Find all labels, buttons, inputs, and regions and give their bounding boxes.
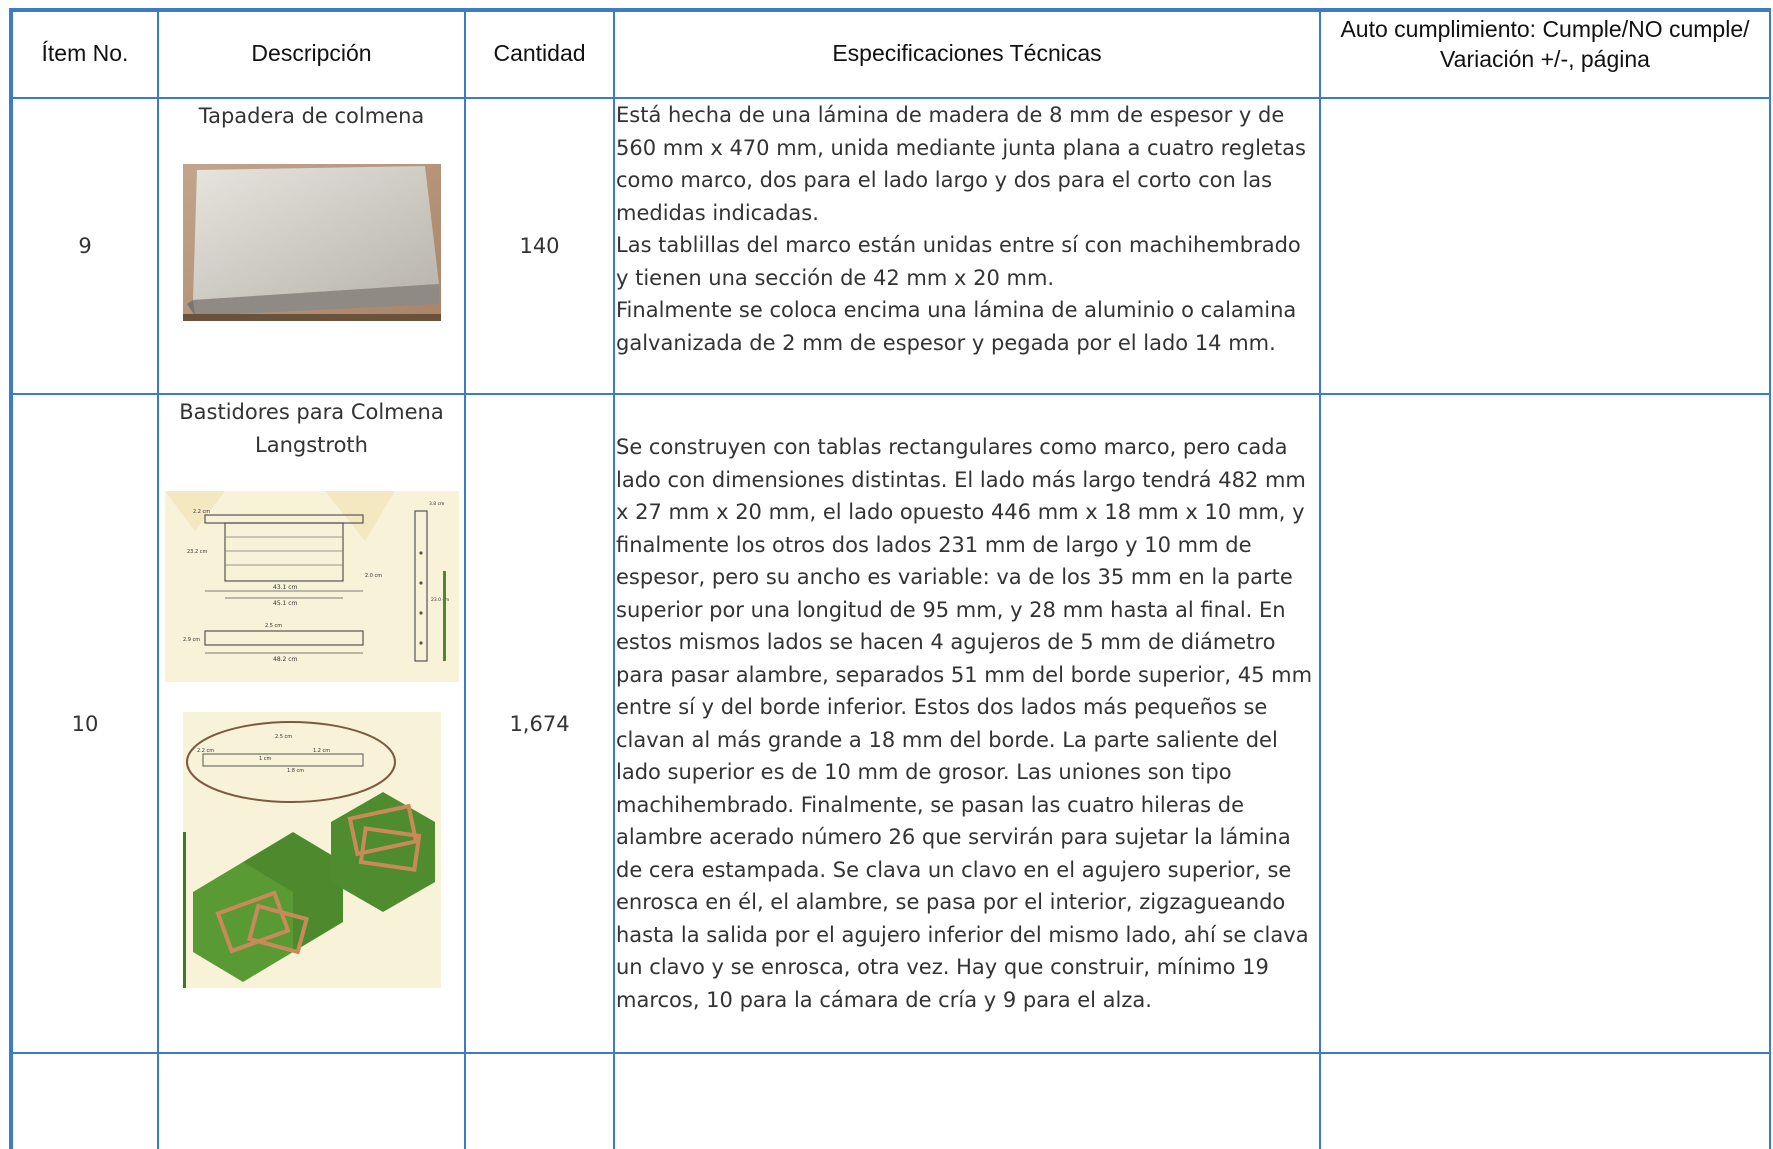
frame-dimension-diagram: 43.1 cm 45.1 cm 23.2 cm 2.2 cm 2.0 cm 2.…	[165, 491, 459, 682]
frame-assembly-photo: 2.2 cm 2.5 cm 1 cm 1.8 cm 1.2 cm	[183, 712, 441, 988]
diagram-label: 1.2 cm	[313, 748, 330, 754]
header-description: Descripción	[251, 40, 372, 66]
diagram-label: 2.5 cm	[275, 734, 292, 740]
diagram-label: 2.9 cm	[183, 637, 200, 643]
column-divider	[613, 8, 615, 1149]
row-quantity: 1,674	[509, 711, 570, 736]
diagram-label: 43.1 cm	[273, 584, 298, 591]
hive-lid-photo	[183, 164, 441, 321]
row-divider	[10, 1052, 1771, 1054]
diagram-label: 45.1 cm	[273, 600, 298, 607]
row-specs: Se construyen con tablas rectangulares c…	[616, 435, 1313, 1012]
diagram-label: 23.0 cm	[431, 597, 449, 603]
diagram-label: 2.2 cm	[193, 509, 210, 515]
diagram-label: 23.2 cm	[187, 549, 207, 555]
diagram-label: 2.0 cm	[365, 573, 382, 579]
diagram-label: 1 cm	[259, 756, 272, 762]
row-compliance[interactable]	[1321, 99, 1769, 393]
column-divider	[157, 8, 159, 1149]
row-compliance[interactable]	[1321, 395, 1769, 1052]
header-compliance: Auto cumplimiento: Cumple/NO cumple/ Var…	[1340, 16, 1750, 72]
row-description-title: Tapadera de colmena	[198, 104, 425, 128]
diagram-label: 48.2 cm	[273, 656, 298, 663]
row-divider	[10, 393, 1771, 395]
empty-table-row	[13, 1054, 1769, 1149]
row-quantity: 140	[519, 234, 560, 258]
column-divider	[464, 8, 466, 1149]
header-item-no: Ítem No.	[41, 40, 129, 66]
row-item-number: 9	[78, 234, 92, 258]
column-divider	[1319, 8, 1321, 1149]
header-divider	[10, 97, 1771, 99]
diagram-label: 2.5 cm	[265, 623, 282, 629]
row-specs: Está hecha de una lámina de madera de 8 …	[616, 103, 1306, 355]
header-specs: Especificaciones Técnicas	[832, 40, 1102, 66]
row-item-number: 10	[71, 711, 99, 736]
table-top-border	[10, 8, 1771, 12]
table-left-border	[9, 8, 13, 1149]
diagram-label: 2.2 cm	[197, 748, 214, 754]
diagram-label: 3.8 cm	[429, 501, 444, 507]
header-quantity: Cantidad	[493, 40, 586, 66]
table-right-border	[1769, 8, 1771, 1149]
diagram-label: 1.8 cm	[287, 768, 304, 774]
row-description-title: Bastidores para Colmena Langstroth	[179, 400, 444, 457]
